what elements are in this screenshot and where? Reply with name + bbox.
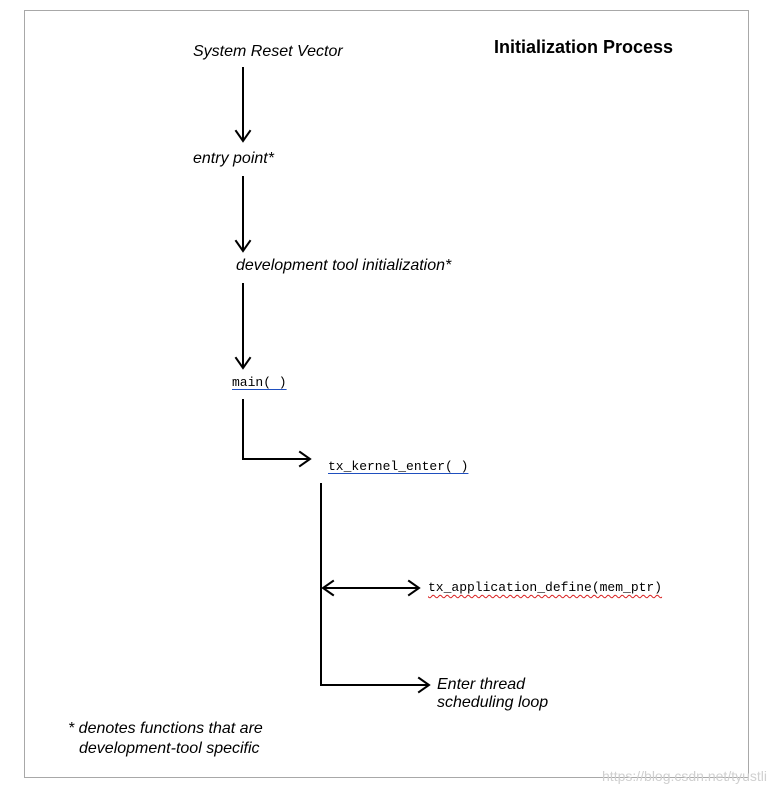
footnote-line1: * denotes functions that are [68,720,263,737]
arrow-main-to-kernel [242,399,312,468]
node-app-define: tx_application_define(mem_ptr) [428,580,663,595]
watermark-text: https://blog.csdn.net/tyustli [602,768,767,784]
arrow-devtool-to-main [234,283,252,370]
node-thread-loop-line2: scheduling loop [437,694,549,711]
node-entry-point: entry point* [193,150,274,167]
arrow-entry-to-devtool [234,176,252,253]
node-dev-tool-init: development tool initialization* [236,257,452,274]
node-kernel-enter: tx_kernel_enter( ) [328,459,469,474]
arrow-kernel-app-define [321,579,421,597]
diagram-frame [24,10,749,778]
arrow-kernel-to-thread-loop [320,676,431,694]
node-thread-loop-line1: Enter thread [437,676,526,693]
node-main: main( ) [232,375,287,390]
node-system-reset-vector: System Reset Vector [193,43,343,60]
footnote-line2: development-tool specific [79,740,260,757]
arrow-reset-to-entry [234,67,252,143]
diagram-title: Initialization Process [494,37,674,57]
